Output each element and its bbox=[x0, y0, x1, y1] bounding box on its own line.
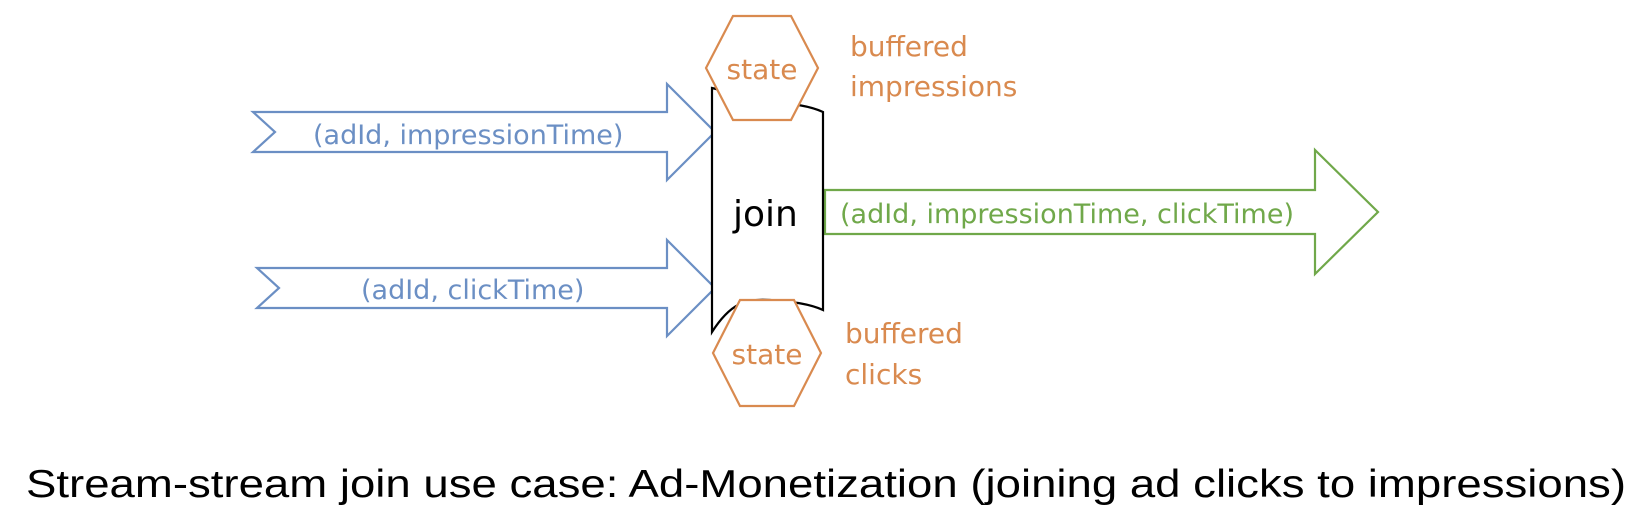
clicks-state-annotation-line1: buffered bbox=[845, 317, 963, 350]
clicks-input-label: (adId, clickTime) bbox=[361, 275, 584, 306]
join-operator-label: join bbox=[732, 194, 798, 235]
impressions-state-annotation-line2: impressions bbox=[850, 70, 1017, 103]
diagram-caption: Stream-stream join use case: Ad-Monetiza… bbox=[26, 463, 1626, 506]
impressions-state-hexagon bbox=[704, 14, 820, 122]
impressions-state-annotation-line1: buffered bbox=[850, 30, 968, 63]
impressions-state-label: state bbox=[727, 53, 798, 86]
clicks-state-label: state bbox=[732, 338, 803, 371]
clicks-input-arrow bbox=[254, 237, 717, 339]
clicks-state-annotation-line2: clicks bbox=[845, 358, 922, 391]
clicks-state-hexagon bbox=[711, 298, 823, 408]
impressions-input-arrow bbox=[250, 81, 717, 183]
joined-output-label: (adId, impressionTime, clickTime) bbox=[840, 199, 1294, 230]
joined-output-arrow bbox=[823, 147, 1380, 277]
impressions-input-label: (adId, impressionTime) bbox=[313, 120, 623, 151]
